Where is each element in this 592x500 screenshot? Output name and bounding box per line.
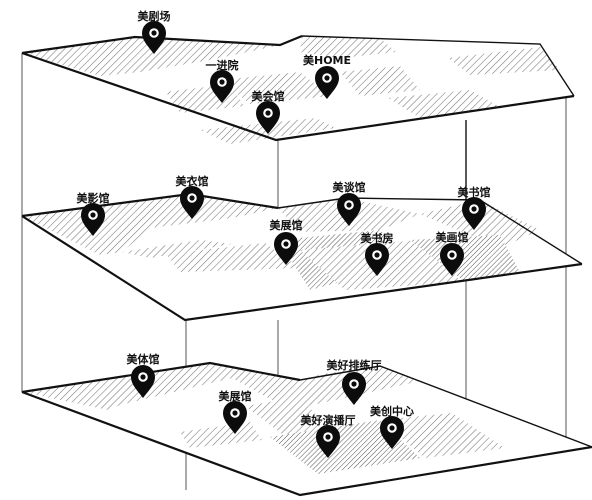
location-marker[interactable]: 一进院: [206, 58, 239, 103]
location-label: 美展馆: [219, 389, 252, 403]
location-marker[interactable]: 美谈馆: [333, 180, 366, 226]
floor-bottom: [21, 361, 592, 497]
location-marker[interactable]: 美剧场: [138, 9, 171, 54]
location-label: 美体馆: [127, 352, 160, 366]
location-marker[interactable]: 美创中心: [370, 404, 414, 449]
floor-top: [21, 34, 575, 144]
location-marker[interactable]: 美衣馆: [176, 174, 209, 219]
location-label: 美创中心: [370, 404, 414, 418]
location-label: 美剧场: [138, 9, 171, 23]
location-marker[interactable]: 美画馆: [436, 230, 469, 276]
location-label: 美衣馆: [176, 174, 209, 188]
floor-middle: [21, 192, 583, 322]
location-label: 美好演播厅: [301, 413, 356, 427]
location-marker[interactable]: 美会馆: [252, 89, 285, 134]
location-label: 美会馆: [252, 89, 285, 103]
location-label: 美书馆: [458, 185, 491, 199]
location-label: 美展馆: [270, 218, 303, 232]
location-label: 美影馆: [77, 191, 110, 205]
location-marker[interactable]: 美好演播厅: [301, 413, 356, 458]
location-label: 美谈馆: [333, 180, 366, 194]
location-marker[interactable]: 美书馆: [458, 185, 491, 230]
location-label: 美画馆: [436, 230, 469, 244]
location-marker[interactable]: 美好排练厅: [327, 358, 382, 405]
location-marker[interactable]: 美HOME: [303, 53, 351, 99]
location-label: 美书房: [361, 231, 394, 245]
location-marker[interactable]: 美书房: [361, 231, 394, 276]
location-marker[interactable]: 美展馆: [219, 389, 252, 434]
location-marker[interactable]: 美体馆: [127, 352, 160, 398]
location-label: 美好排练厅: [327, 358, 382, 372]
location-marker[interactable]: 美影馆: [77, 191, 110, 236]
location-label: 美HOME: [303, 53, 351, 67]
location-label: 一进院: [206, 58, 239, 72]
location-marker[interactable]: 美展馆: [270, 218, 303, 265]
